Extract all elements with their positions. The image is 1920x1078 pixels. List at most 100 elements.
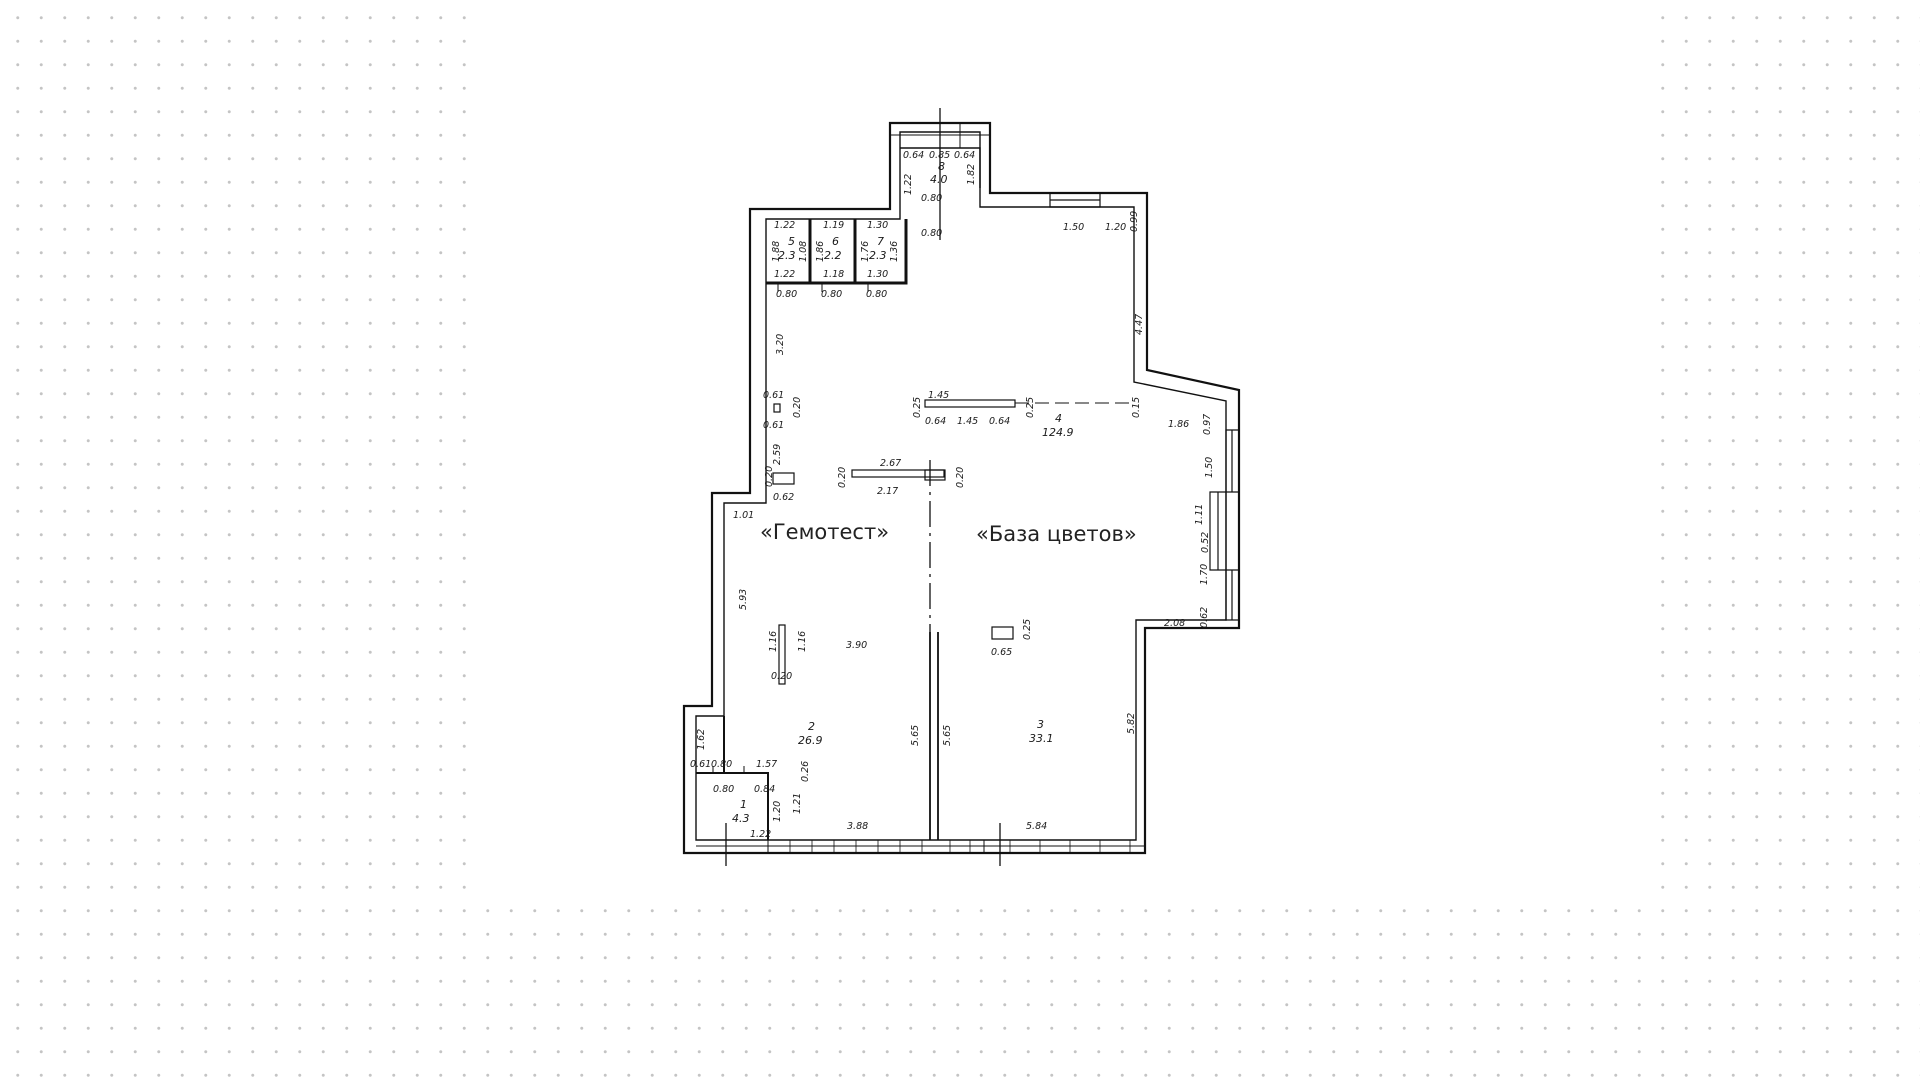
dim-label: 1.01	[733, 510, 754, 521]
column-center-left	[778, 624, 786, 685]
room-number: 3	[1037, 718, 1044, 731]
dim-label: 0.80	[711, 759, 732, 770]
plan-background	[470, 0, 1650, 905]
window-top	[1049, 192, 1101, 208]
room-number: 7	[877, 235, 884, 248]
dim-label: 0.25	[912, 397, 923, 418]
tenant-divider-wall	[929, 632, 939, 840]
room-number: 1	[740, 798, 747, 811]
dim-label: 1.19	[823, 220, 844, 231]
small-rooms-walls	[766, 219, 908, 285]
partition-1	[924, 399, 1016, 408]
dim-label: 0.20	[771, 671, 792, 682]
dim-label: 0.80	[866, 289, 887, 300]
dim-label: 0.80	[821, 289, 842, 300]
dim-label: 0.20	[764, 466, 775, 487]
tenant-label-right: «База цветов»	[976, 522, 1137, 546]
dim-label: 1.20	[1105, 222, 1126, 233]
column-small-left	[772, 472, 795, 485]
dim-label: 0.25	[1022, 619, 1033, 640]
column-center-right	[991, 626, 1014, 640]
small-rooms-doors	[777, 283, 869, 292]
dim-label: 1.30	[867, 220, 888, 231]
dim-label: 1.76	[860, 241, 871, 262]
dim-label: 1.88	[771, 241, 782, 262]
dim-label: 2.17	[877, 486, 898, 497]
room-number: 2	[808, 720, 815, 733]
dim-label: 1.18	[823, 269, 844, 280]
room-area: 2.2	[824, 249, 842, 262]
room-8-walls	[900, 147, 981, 188]
room-area: 33.1	[1029, 732, 1054, 745]
partition-3	[924, 469, 946, 481]
facade-bottom	[696, 840, 1145, 853]
room-area: 2.3	[778, 249, 796, 262]
room-area: 124.9	[1042, 426, 1074, 439]
dim-label: 5.84	[1026, 821, 1047, 832]
window-right-2	[1209, 491, 1227, 571]
dim-label: 0.64	[903, 150, 924, 161]
room-area: 4.3	[732, 812, 750, 825]
dim-label: 5.65	[910, 725, 921, 746]
dim-label: 1.36	[889, 241, 900, 262]
room-number: 6	[832, 235, 839, 248]
dim-label: 5.82	[1126, 713, 1137, 734]
facade-ticks	[789, 840, 1131, 853]
dim-label: 1.45	[957, 416, 978, 427]
dim-label: 0.62	[773, 492, 794, 503]
dim-label: 1.21	[792, 793, 803, 814]
dim-label: 2.67	[880, 458, 901, 469]
dim-label: 2.59	[772, 444, 783, 465]
dim-label: 0.65	[991, 647, 1012, 658]
column-left	[773, 403, 781, 413]
dim-label: 1.45	[928, 390, 949, 401]
dim-label: 1.86	[1168, 419, 1189, 430]
room-number: 5	[788, 235, 795, 248]
room-area: 4.0	[930, 173, 948, 186]
window-right-1	[1225, 429, 1240, 493]
window-right-3	[1225, 569, 1240, 621]
room-1-walls	[696, 716, 769, 840]
dim-label: 1.70	[1199, 564, 1210, 585]
dim-label: 0.61	[763, 420, 784, 431]
tenant-label-left: «Гемотест»	[760, 520, 889, 544]
dim-label: 1.22	[774, 220, 795, 231]
dim-label: 0.64	[925, 416, 946, 427]
dim-label: 1.08	[798, 241, 809, 262]
dim-label: 1.22	[774, 269, 795, 280]
dim-label: 0.99	[1129, 211, 1140, 232]
dim-label: 0.25	[1025, 397, 1036, 418]
dim-label: 3.20	[775, 334, 786, 355]
dim-label: 5.65	[942, 725, 953, 746]
dim-label: 0.61	[690, 759, 711, 770]
dim-label: 0.20	[792, 397, 803, 418]
dim-label: 1.50	[1204, 457, 1215, 478]
dim-label: 1.50	[1063, 222, 1084, 233]
room-number: 4	[1055, 412, 1062, 425]
dim-label: 0.85	[929, 150, 950, 161]
dim-label: 1.22	[903, 174, 914, 195]
room-area: 2.3	[869, 249, 887, 262]
dim-label: 0.84	[754, 784, 775, 795]
dim-label: 5.93	[738, 589, 749, 610]
room-area: 26.9	[798, 734, 823, 747]
dim-label: 4.47	[1134, 314, 1145, 335]
room-1-door	[712, 766, 745, 773]
dim-label: 0.26	[800, 761, 811, 782]
room-number: 8	[938, 160, 945, 173]
dim-label: 0.64	[989, 416, 1010, 427]
dim-label: 0.62	[1199, 607, 1210, 628]
dim-label: 3.90	[846, 640, 867, 651]
dim-label: 1.82	[966, 164, 977, 185]
dim-label: 2.08	[1164, 618, 1185, 629]
dim-label: 1.22	[750, 829, 771, 840]
dim-label: 1.62	[696, 729, 707, 750]
dim-label: 0.80	[921, 228, 942, 239]
dim-label: 3.88	[847, 821, 868, 832]
dim-label: 0.52	[1200, 532, 1211, 553]
dim-label: 0.15	[1131, 397, 1142, 418]
dim-label: 0.80	[776, 289, 797, 300]
partition-2	[851, 469, 945, 478]
dim-label: 1.86	[815, 241, 826, 262]
